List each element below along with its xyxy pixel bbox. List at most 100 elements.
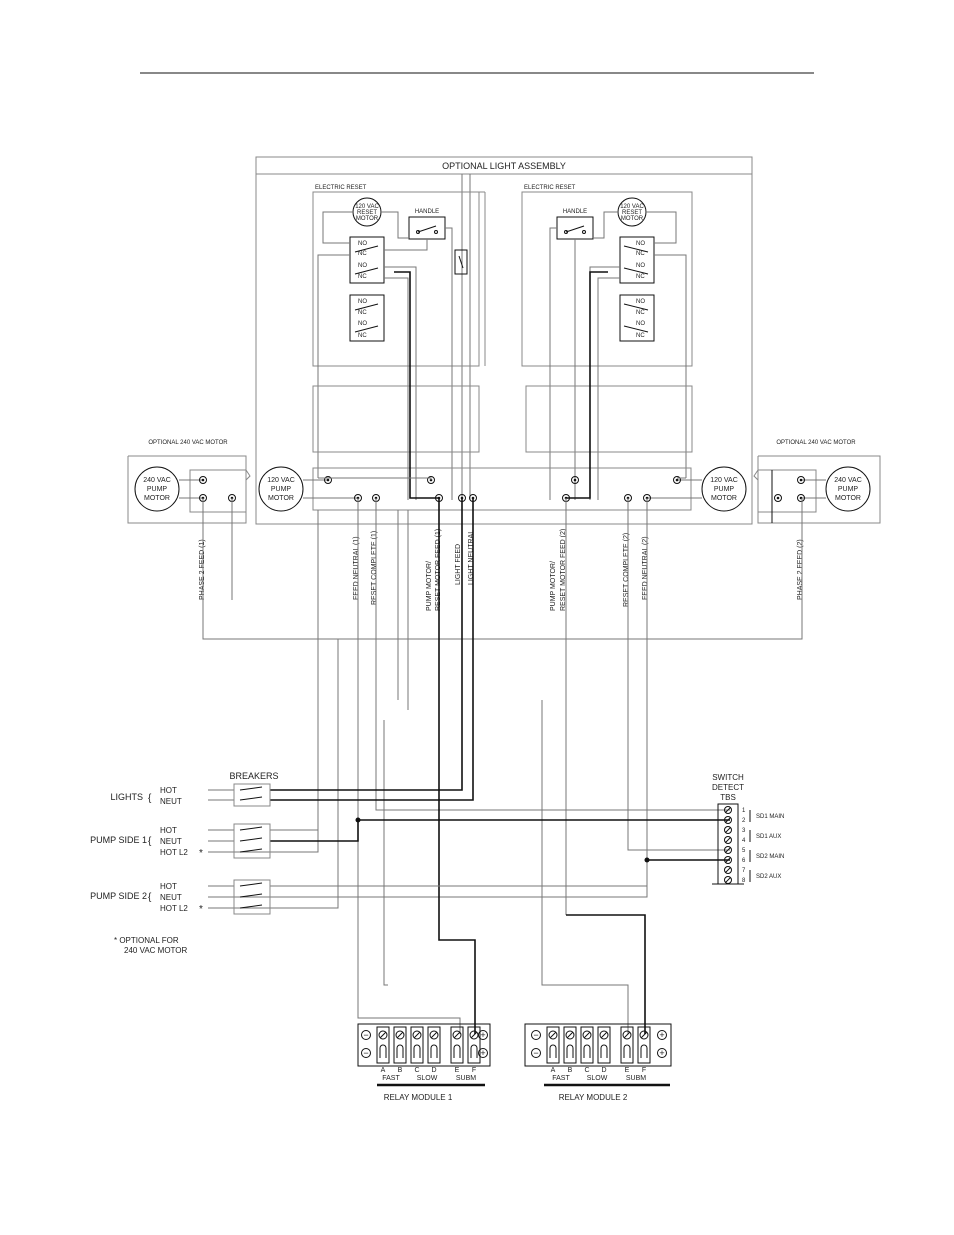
relay-terminal bbox=[620, 1026, 634, 1064]
relay-terminal bbox=[376, 1026, 390, 1064]
svg-text:PUMP: PUMP bbox=[147, 486, 168, 493]
left-optional-240-label: OPTIONAL 240 VAC MOTOR bbox=[148, 440, 228, 446]
svg-text:240 VAC: 240 VAC bbox=[834, 477, 862, 484]
sd2-aux-label: SD2 AUX bbox=[756, 874, 781, 880]
svg-text:FAST: FAST bbox=[382, 1075, 400, 1082]
relay-module-2: −−++ A B C D E F FAST SLOW SUBM RELAY MO… bbox=[524, 1023, 672, 1102]
svg-text:240 VAC: 240 VAC bbox=[143, 477, 171, 484]
svg-text:NO: NO bbox=[358, 299, 367, 305]
svg-text:HOT L2: HOT L2 bbox=[160, 848, 188, 857]
label-lights: LIGHTS bbox=[110, 792, 143, 802]
svg-text:NO: NO bbox=[636, 241, 645, 247]
label-feed-neutral-1: FEED NEUTRAL (1) bbox=[353, 536, 360, 600]
label-light-neutral: LIGHT NEUTRAL bbox=[468, 530, 475, 585]
svg-text:RESET: RESET bbox=[622, 210, 642, 216]
svg-text:E: E bbox=[455, 1067, 460, 1074]
svg-text:+: + bbox=[659, 1030, 664, 1040]
svg-text:C: C bbox=[584, 1067, 589, 1074]
right-handle-switch bbox=[556, 216, 594, 240]
svg-text:−: − bbox=[533, 1030, 538, 1040]
relay-terminal bbox=[546, 1026, 560, 1064]
wire-labels: PHASE 2 FEED (1) FEED NEUTRAL (1) RESET … bbox=[199, 529, 804, 611]
svg-text:SUBM: SUBM bbox=[456, 1075, 476, 1082]
svg-text:B: B bbox=[398, 1067, 403, 1074]
relay-terminal: ++ bbox=[478, 1030, 488, 1058]
relay-terminal: −− bbox=[361, 1030, 371, 1058]
svg-text:C: C bbox=[414, 1067, 419, 1074]
footnote-line-2: 240 VAC MOTOR bbox=[124, 946, 188, 955]
svg-text:−: − bbox=[363, 1030, 368, 1040]
right-120vac-pump-motor bbox=[701, 466, 747, 512]
svg-text:NO: NO bbox=[636, 299, 645, 305]
left-relay-box bbox=[312, 385, 480, 453]
svg-text:NO: NO bbox=[636, 263, 645, 269]
svg-text:120 VAC: 120 VAC bbox=[620, 204, 644, 210]
sd2-main-label: SD2 MAIN bbox=[756, 854, 784, 860]
svg-text:*: * bbox=[199, 904, 203, 915]
svg-text:MOTOR: MOTOR bbox=[621, 216, 644, 222]
left-electric-reset: ELECTRIC RESET 120 VAC RESET MOTOR HANDL… bbox=[312, 185, 486, 500]
breaker-pump-side-2 bbox=[233, 879, 271, 915]
svg-text:5: 5 bbox=[742, 848, 746, 854]
svg-text:F: F bbox=[642, 1067, 646, 1074]
svg-text:F: F bbox=[472, 1067, 476, 1074]
sd-terminal-screw bbox=[724, 876, 732, 884]
svg-text:NO: NO bbox=[358, 263, 367, 269]
sd-terminal-screw bbox=[724, 846, 732, 854]
light-assembly-title: OPTIONAL LIGHT ASSEMBLY bbox=[442, 161, 566, 171]
svg-text:NO: NO bbox=[358, 241, 367, 247]
sd-terminal-screw bbox=[724, 836, 732, 844]
label-reset-complete-1: RESET COMPLETE (1) bbox=[371, 531, 378, 605]
svg-text:MOTOR: MOTOR bbox=[356, 216, 379, 222]
svg-text:120 VAC: 120 VAC bbox=[355, 204, 379, 210]
sd-terminal-screw bbox=[724, 866, 732, 874]
svg-text:+: + bbox=[480, 1030, 485, 1040]
svg-text:NC: NC bbox=[636, 251, 645, 257]
svg-text:NC: NC bbox=[358, 310, 367, 316]
label-pump-motor-1-a: PUMP MOTOR/ bbox=[426, 561, 433, 611]
svg-text:NEUT: NEUT bbox=[160, 893, 182, 902]
relay-terminal bbox=[450, 1026, 464, 1064]
svg-text:A: A bbox=[551, 1067, 556, 1074]
light-assembly: OPTIONAL LIGHT ASSEMBLY bbox=[255, 156, 753, 525]
svg-text:A: A bbox=[381, 1067, 386, 1074]
relay-terminal bbox=[467, 1026, 481, 1064]
svg-text:E: E bbox=[625, 1067, 630, 1074]
left-120vac-pump-motor bbox=[258, 466, 304, 512]
svg-text:2: 2 bbox=[742, 818, 746, 824]
svg-text:6: 6 bbox=[742, 858, 746, 864]
left-contact-block-2 bbox=[349, 294, 385, 342]
svg-text:SWITCH: SWITCH bbox=[712, 773, 744, 782]
svg-text:−: − bbox=[533, 1048, 538, 1058]
right-optional-240-label: OPTIONAL 240 VAC MOTOR bbox=[776, 440, 856, 446]
sd-terminal-screw bbox=[724, 806, 732, 814]
svg-text:D: D bbox=[601, 1067, 606, 1074]
svg-text:NEUT: NEUT bbox=[160, 837, 182, 846]
svg-text:MOTOR: MOTOR bbox=[835, 495, 861, 502]
svg-text:120 VAC: 120 VAC bbox=[710, 477, 738, 484]
pump1-brace: { bbox=[148, 836, 152, 847]
svg-text:SUBM: SUBM bbox=[626, 1075, 646, 1082]
breaker-lights bbox=[233, 783, 271, 807]
svg-text:*: * bbox=[199, 848, 203, 859]
svg-text:HOT L2: HOT L2 bbox=[160, 904, 188, 913]
label-pump-side-1: PUMP SIDE 1 bbox=[90, 835, 147, 845]
svg-text:B: B bbox=[568, 1067, 573, 1074]
svg-text:+: + bbox=[659, 1048, 664, 1058]
sd1-main-label: SD1 MAIN bbox=[756, 814, 784, 820]
sd-terminal-screw bbox=[724, 816, 732, 824]
sd-terminal-screw bbox=[724, 826, 732, 834]
svg-text:MOTOR: MOTOR bbox=[144, 495, 170, 502]
svg-text:NC: NC bbox=[358, 251, 367, 257]
breaker-pump-side-1 bbox=[233, 823, 271, 859]
footnote-line-1: * OPTIONAL FOR bbox=[114, 936, 179, 945]
svg-text:−: − bbox=[363, 1048, 368, 1058]
svg-text:NC: NC bbox=[636, 333, 645, 339]
svg-text:NC: NC bbox=[358, 274, 367, 280]
switch-detect-tbs: SWITCH DETECT TBS 1 2 3 4 5 6 7 8 SD1 MA… bbox=[712, 773, 784, 885]
relay-terminal bbox=[580, 1026, 594, 1064]
breakers-panel: BREAKERS LIGHTS { HOT NEUT PUMP SIDE 1 {… bbox=[90, 771, 278, 955]
right-contact-block-2 bbox=[619, 294, 655, 342]
svg-text:MOTOR: MOTOR bbox=[711, 495, 737, 502]
label-pump-motor-2-b: RESET MOTOR FEED (2) bbox=[560, 529, 567, 611]
